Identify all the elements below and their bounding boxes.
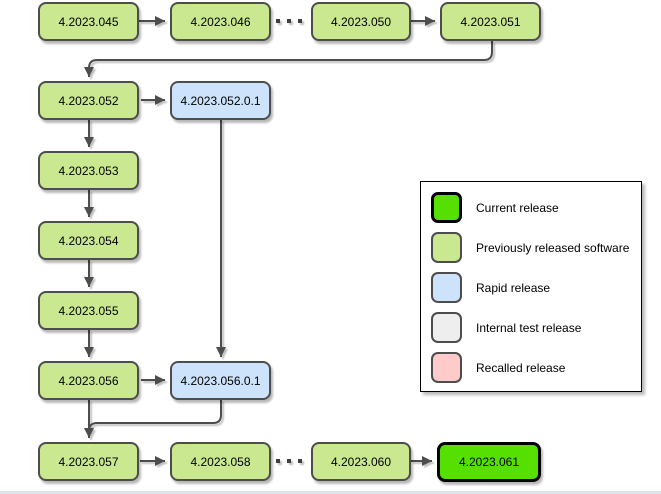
legend-item-previously-released: Previously released software bbox=[431, 232, 641, 263]
node-4-2023-060: 4.2023.060 bbox=[311, 442, 411, 481]
node-4-2023-051: 4.2023.051 bbox=[440, 2, 541, 41]
current-release-swatch bbox=[431, 192, 462, 223]
node-4-2023-046: 4.2023.046 bbox=[170, 2, 271, 41]
node-4-2023-045: 4.2023.045 bbox=[38, 2, 139, 41]
connector-051-052 bbox=[84, 41, 493, 77]
node-4-2023-056: 4.2023.056 bbox=[38, 361, 139, 400]
legend-box: Current release Previously released soft… bbox=[420, 181, 642, 392]
legend-label: Current release bbox=[476, 200, 559, 215]
node-4-2023-055: 4.2023.055 bbox=[38, 291, 139, 330]
legend-label: Internal test release bbox=[476, 320, 582, 335]
rapid-release-swatch bbox=[431, 272, 462, 303]
internal-test-release-swatch bbox=[431, 312, 462, 343]
node-4-2023-052-0-1: 4.2023.052.0.1 bbox=[170, 81, 271, 120]
node-4-2023-061-current-release: 4.2023.061 bbox=[437, 442, 541, 482]
legend-item-current-release: Current release bbox=[431, 192, 641, 223]
legend-item-internal-test-release: Internal test release bbox=[431, 312, 641, 343]
legend-label: Rapid release bbox=[476, 280, 551, 295]
node-4-2023-056-0-1: 4.2023.056.0.1 bbox=[170, 361, 271, 400]
legend-label: Recalled release bbox=[476, 360, 566, 375]
horizontal-scrollbar[interactable] bbox=[0, 491, 661, 494]
node-4-2023-053: 4.2023.053 bbox=[38, 151, 139, 190]
node-4-2023-050: 4.2023.050 bbox=[311, 2, 411, 41]
legend-label: Previously released software bbox=[476, 240, 630, 255]
node-4-2023-058: 4.2023.058 bbox=[170, 442, 271, 481]
connector-056-0-1-057 bbox=[88, 400, 222, 432]
node-4-2023-054: 4.2023.054 bbox=[38, 221, 139, 260]
previously-released-swatch bbox=[431, 232, 462, 263]
recalled-release-swatch bbox=[431, 352, 462, 383]
node-4-2023-057: 4.2023.057 bbox=[38, 442, 139, 481]
node-4-2023-052: 4.2023.052 bbox=[38, 81, 139, 120]
legend-item-recalled-release: Recalled release bbox=[431, 352, 641, 383]
legend-item-rapid-release: Rapid release bbox=[431, 272, 641, 303]
